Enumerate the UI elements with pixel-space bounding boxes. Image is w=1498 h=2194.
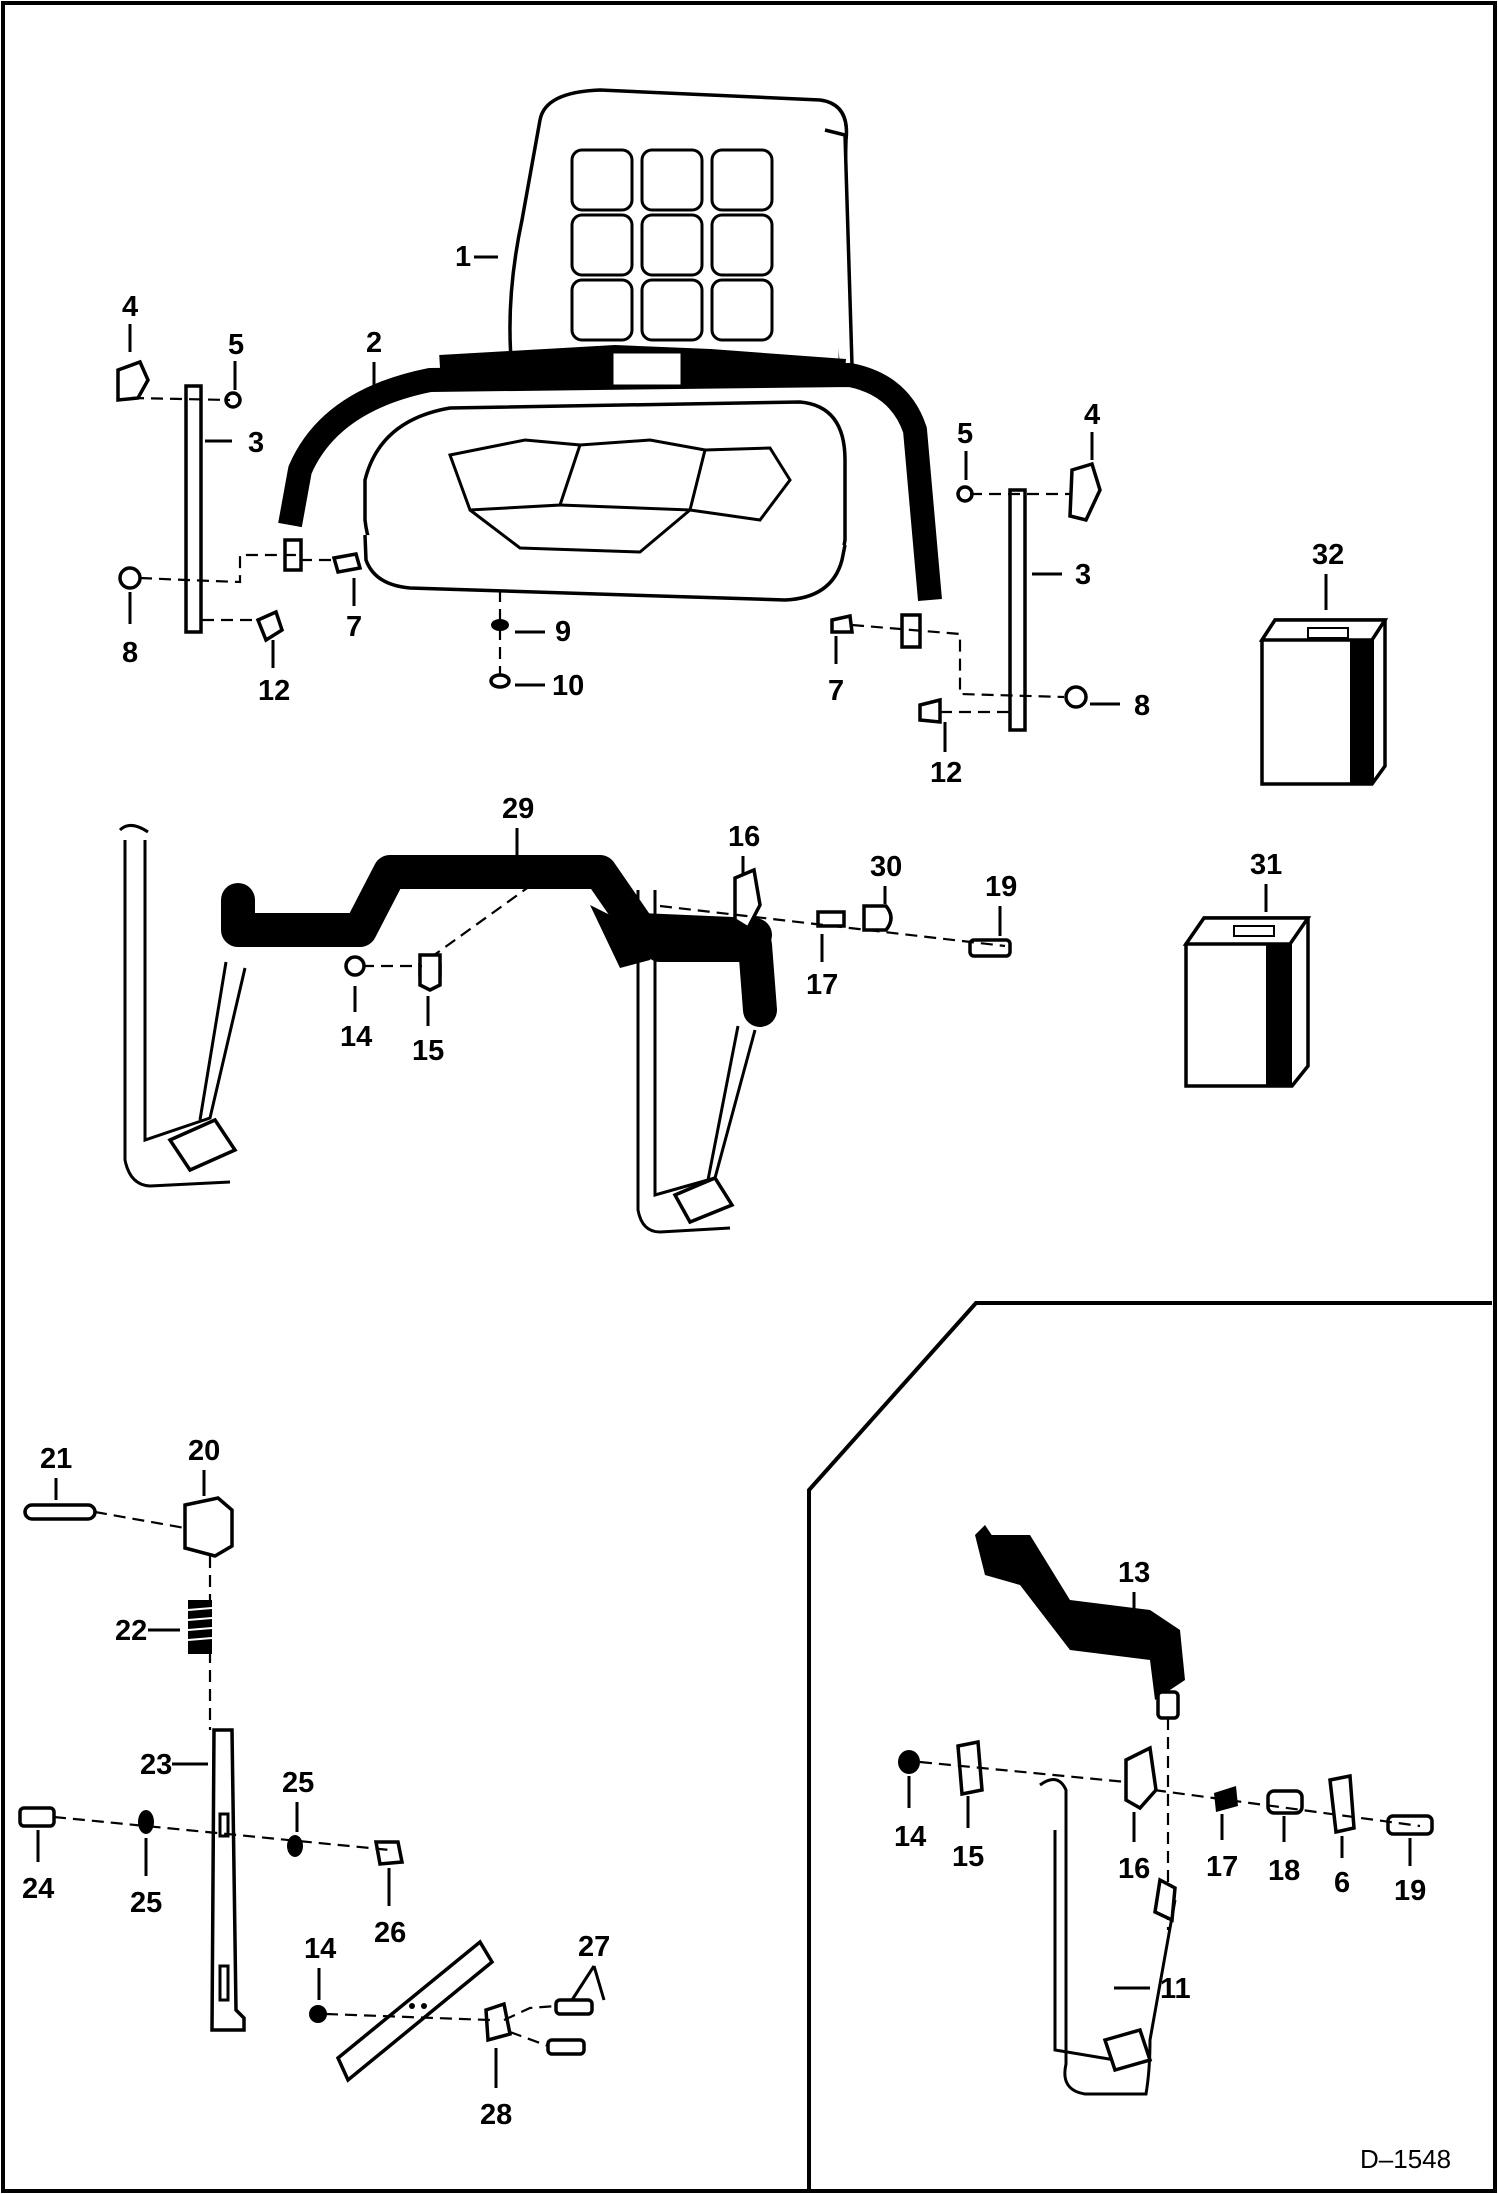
frame-labels: 29 16 30 19 17 14 15: [340, 793, 1017, 1067]
callout-9: 9: [555, 616, 571, 648]
callout-23: 23: [140, 1749, 172, 1781]
callout-15b: 15: [952, 1841, 984, 1873]
callout-8b: 8: [1134, 690, 1150, 722]
seat-cushion: [363, 400, 847, 602]
right-mount-bracket: [830, 461, 1102, 732]
callout-18: 18: [1268, 1855, 1300, 1887]
inset-assembly: [898, 1525, 1434, 2096]
callout-10: 10: [552, 670, 584, 702]
seat-belt: [278, 344, 942, 649]
callout-6: 6: [1334, 1867, 1350, 1899]
callout-28: 28: [480, 2099, 512, 2131]
callout-24: 24: [22, 1873, 54, 1905]
latch-assembly: [18, 1496, 594, 2083]
callout-16b: 16: [1118, 1853, 1150, 1885]
right-hardware-lines: [851, 492, 1072, 714]
callout-8: 8: [122, 637, 138, 669]
callout-1: 1: [455, 241, 471, 273]
callout-13: 13: [1118, 1557, 1150, 1589]
callout-17b: 17: [1206, 1851, 1238, 1883]
callout-14b: 14: [304, 1933, 336, 1965]
left-hardware-lines: [131, 396, 334, 622]
block-31: 31: [1182, 849, 1312, 1088]
latch-labels: 21 20 22 23 25 24 25 26 14 27 28: [22, 1435, 610, 2131]
callout-19: 19: [985, 871, 1017, 903]
inset-border: [807, 1301, 1492, 2190]
callout-31: 31: [1250, 849, 1282, 881]
callout-12: 12: [258, 675, 290, 707]
callout-11: 11: [1160, 1973, 1191, 2005]
callout-4b: 4: [1084, 399, 1100, 431]
callout-5b: 5: [957, 418, 973, 450]
block-32: 32: [1258, 539, 1389, 786]
seat-back: [508, 88, 854, 372]
callout-3b: 3: [1075, 559, 1091, 591]
seat-labels: 1 2 3 4 5 7 8 12 9 10 5 4 3 7 8 12: [122, 241, 1150, 789]
callout-25b: 25: [130, 1887, 162, 1919]
callout-14: 14: [340, 1021, 372, 1053]
callout-14c: 14: [894, 1821, 926, 1853]
callout-15: 15: [412, 1035, 444, 1067]
seat-bar-frame: [118, 824, 777, 1234]
drawing-number: D–1548: [1360, 2144, 1451, 2174]
callout-2: 2: [366, 327, 382, 359]
callout-21: 21: [40, 1443, 72, 1475]
callout-20: 20: [188, 1435, 220, 1467]
callout-19b: 19: [1394, 1875, 1426, 1907]
callout-17: 17: [806, 969, 838, 1001]
callout-5: 5: [228, 329, 244, 361]
callout-29: 29: [502, 793, 534, 825]
callout-26: 26: [374, 1917, 406, 1949]
callout-22: 22: [115, 1615, 147, 1647]
callout-4: 4: [122, 291, 138, 323]
callout-16: 16: [728, 821, 760, 853]
callout-30: 30: [870, 851, 902, 883]
callout-3: 3: [248, 427, 264, 459]
callout-12b: 12: [930, 757, 962, 789]
callout-7: 7: [346, 611, 362, 643]
center-washers: [489, 590, 511, 689]
callout-7b: 7: [828, 675, 844, 707]
seat-bar-hardware: [362, 867, 1012, 992]
inset-labels: 13 14 15 16 17 18 6 19 11: [894, 1557, 1426, 2005]
callout-32: 32: [1312, 539, 1344, 571]
callout-25: 25: [282, 1767, 314, 1799]
left-mount-bracket: [116, 359, 363, 643]
callout-27: 27: [578, 1931, 610, 1963]
